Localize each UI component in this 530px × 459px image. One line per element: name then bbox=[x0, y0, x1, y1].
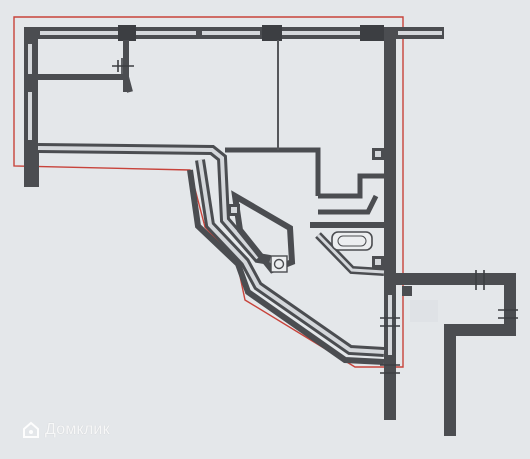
interior-walls bbox=[37, 40, 385, 365]
column-inner bbox=[231, 151, 381, 265]
domclick-watermark: Домклик bbox=[22, 421, 110, 439]
bathtub bbox=[331, 231, 373, 251]
exterior-walls bbox=[24, 27, 516, 436]
window-frames bbox=[118, 25, 384, 41]
toilet bbox=[270, 255, 288, 273]
watermark-text: Домклик bbox=[45, 421, 110, 438]
annex-shade bbox=[410, 300, 438, 322]
window-panes bbox=[28, 31, 442, 355]
door-marks bbox=[112, 58, 518, 374]
house-logo-icon bbox=[23, 421, 39, 438]
